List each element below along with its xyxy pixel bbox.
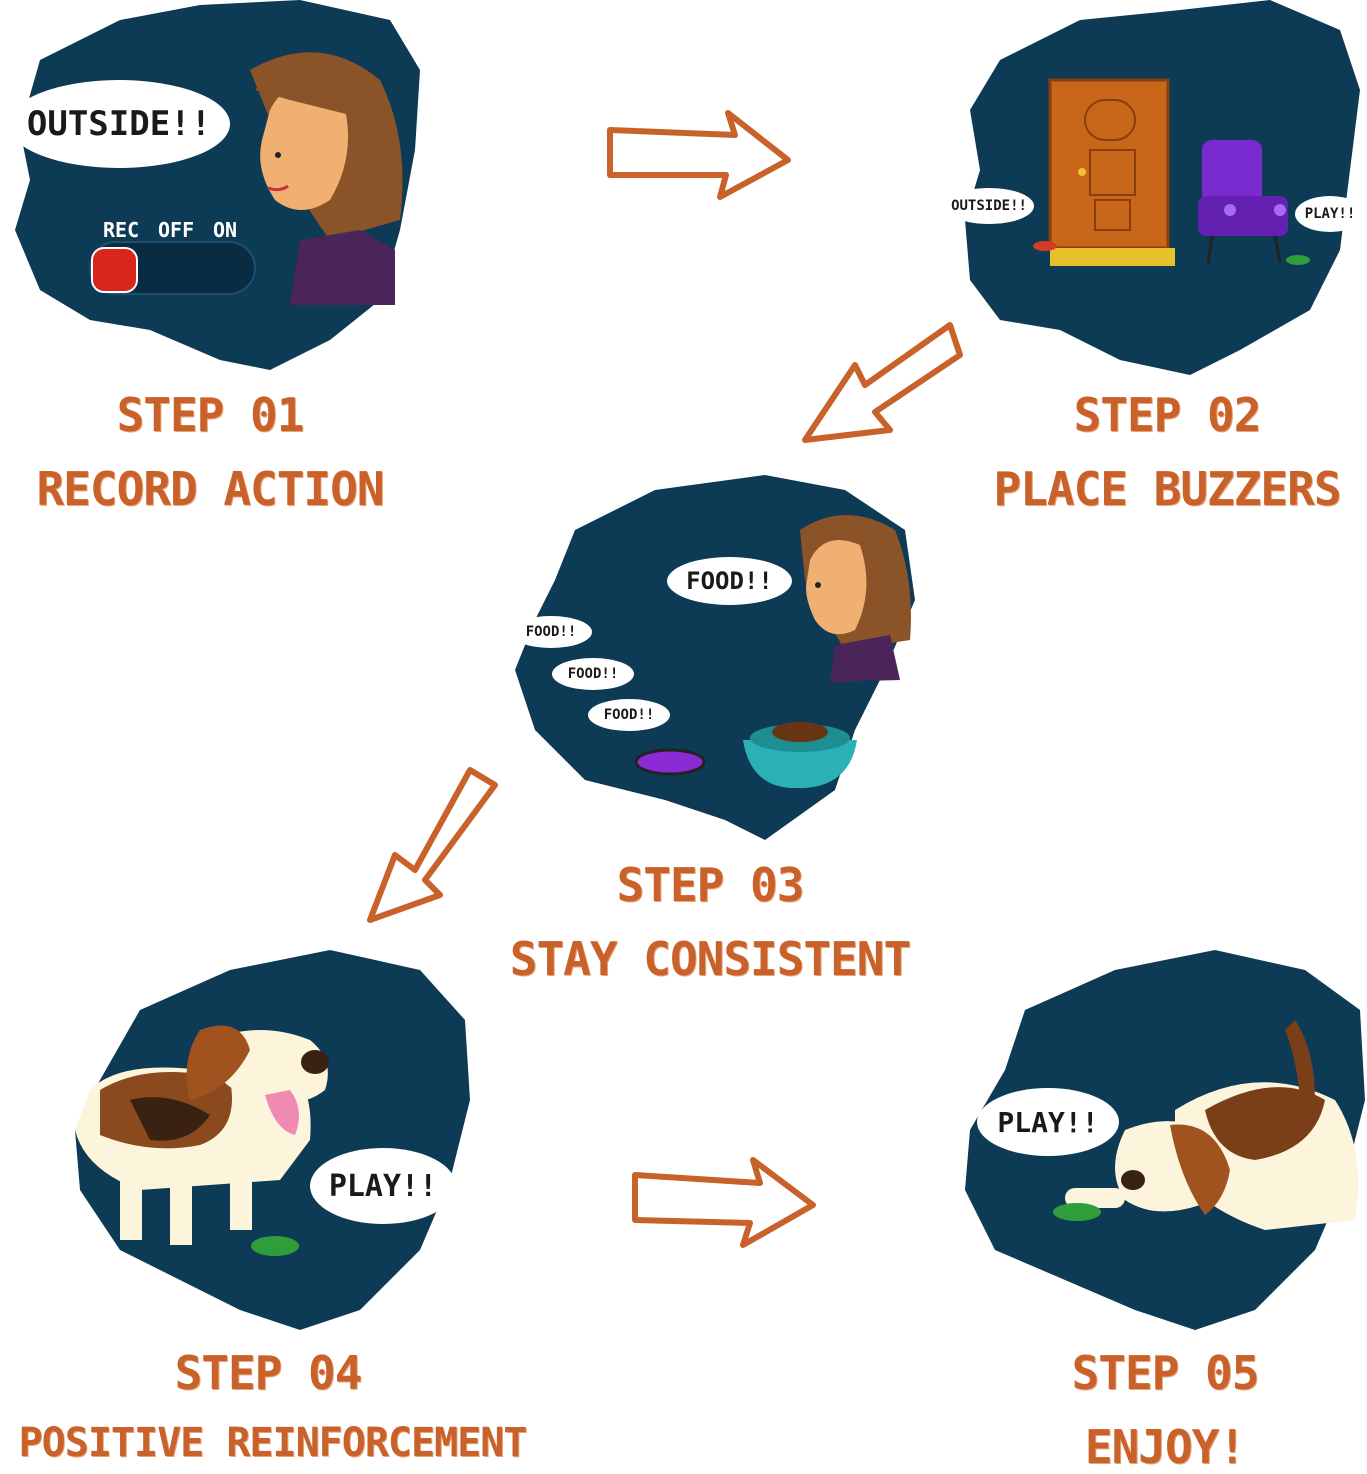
speech-bubble-small-2: FOOD!! xyxy=(552,658,634,690)
step-04-subtitle: POSITIVE REINFORCEMENT xyxy=(18,1420,528,1466)
speech-bubble: PLAY!! xyxy=(977,1088,1119,1156)
woman-figure xyxy=(250,52,403,305)
purple-buzzer xyxy=(634,748,706,776)
step-05-panel: PLAY!! xyxy=(955,950,1367,1340)
step-05-subtitle: ENJOY! xyxy=(1084,1420,1246,1474)
armchair xyxy=(1198,140,1288,266)
step-04-panel: PLAY!! xyxy=(60,950,480,1340)
switch-label-rec: REC xyxy=(103,218,140,242)
speech-bubble: PLAY!! xyxy=(310,1148,456,1224)
arrow-step1-to-step2 xyxy=(607,110,791,200)
speech-bubble: OUTSIDE!! xyxy=(8,80,230,168)
arrow-step3-to-step4 xyxy=(367,767,498,923)
red-buzzer xyxy=(1033,241,1057,251)
green-buzzer xyxy=(1053,1203,1101,1221)
step-05-illustration xyxy=(965,950,1365,1330)
step-01-panel: OUTSIDE!! REC OFF ON xyxy=(0,0,440,380)
green-buzzer xyxy=(251,1236,299,1256)
food-bowl xyxy=(743,740,857,788)
step-02-subtitle: PLACE BUZZERS xyxy=(993,462,1341,516)
beagle-dog xyxy=(75,1025,329,1245)
step-01-title: STEP 01 xyxy=(116,388,305,442)
step-01-illustration xyxy=(15,0,420,370)
step-03-illustration xyxy=(515,475,915,840)
switch-label-on: ON xyxy=(213,218,238,242)
speech-bubble-main: FOOD!! xyxy=(667,557,792,605)
step-05-title: STEP 05 xyxy=(1071,1346,1260,1400)
step-02-illustration xyxy=(965,0,1360,375)
step-01-subtitle: RECORD ACTION xyxy=(36,462,384,516)
step-04-title: STEP 04 xyxy=(174,1346,363,1400)
step-02-panel: OUTSIDE!! PLAY!! xyxy=(940,0,1367,380)
step-03-panel: FOOD!! FOOD!! FOOD!! FOOD!! xyxy=(505,470,925,850)
step-02-title: STEP 02 xyxy=(1073,388,1262,442)
speech-bubble-outside: OUTSIDE!! xyxy=(944,188,1034,224)
door xyxy=(1048,78,1175,266)
speech-bubble-small-3: FOOD!! xyxy=(588,699,670,731)
speech-bubble-small-1: FOOD!! xyxy=(510,616,592,648)
step-04-illustration xyxy=(75,950,470,1330)
rec-button xyxy=(91,247,138,293)
step-03-title: STEP 03 xyxy=(616,858,805,912)
arrow-step2-to-step3 xyxy=(802,322,963,443)
woman-figure xyxy=(800,515,911,682)
green-buzzer xyxy=(1286,255,1310,265)
switch-label-off: OFF xyxy=(158,218,195,242)
arrow-step4-to-step5 xyxy=(632,1157,816,1248)
speech-bubble-play: PLAY!! xyxy=(1295,196,1365,232)
beagle-dog xyxy=(1065,1020,1359,1230)
step-03-subtitle: STAY CONSISTENT xyxy=(509,932,911,986)
